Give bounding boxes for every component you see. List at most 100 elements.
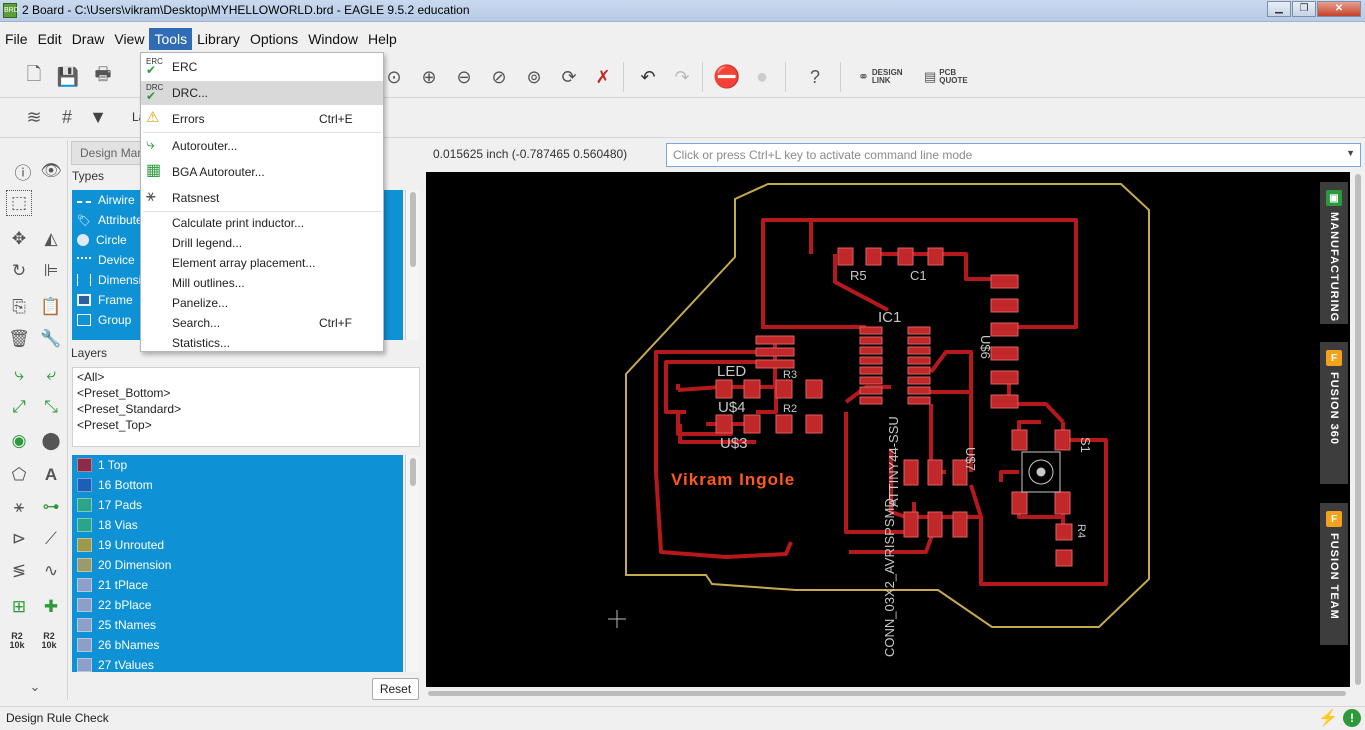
menu-item-search[interactable]: Search... Ctrl+F: [141, 313, 383, 333]
menu-library[interactable]: Library: [197, 31, 240, 47]
grid-icon[interactable]: #: [61, 106, 72, 127]
manufacturing-tab[interactable]: ▣ MANUFACTURING: [1320, 182, 1348, 324]
layer-color-swatch[interactable]: [77, 478, 92, 492]
reset-button[interactable]: Reset: [372, 678, 419, 700]
layer-row[interactable]: 25 tNames: [72, 615, 403, 635]
menu-item-bga-autorouter[interactable]: ▦ BGA Autorouter...: [141, 160, 383, 184]
layer-row[interactable]: 27 tValues: [72, 655, 403, 672]
new-file-icon[interactable]: 🗋: [26, 64, 42, 84]
minimize-button[interactable]: ▁: [1267, 1, 1291, 17]
layer-color-swatch[interactable]: [77, 578, 92, 592]
zoom-previous-icon[interactable]: ⊘: [491, 66, 507, 87]
type-row-frame[interactable]: Frame: [72, 290, 403, 310]
type-row-airwire[interactable]: Airwire: [72, 190, 403, 210]
menu-edit[interactable]: Edit: [37, 31, 62, 47]
preset-all[interactable]: <All>: [77, 370, 105, 384]
go-icon[interactable]: ●: [755, 65, 769, 88]
layer-color-swatch[interactable]: [77, 618, 92, 632]
layer-row[interactable]: 26 bNames: [72, 635, 403, 655]
maximize-button[interactable]: ❐: [1292, 1, 1316, 17]
info-icon[interactable]: ⓘ: [14, 163, 32, 183]
menu-view[interactable]: View: [114, 31, 145, 47]
layer-row[interactable]: 20 Dimension: [72, 555, 403, 575]
zoom-select-icon[interactable]: ⊚: [526, 66, 542, 87]
attribute-icon[interactable]: ⊳: [11, 529, 27, 548]
add-icon[interactable]: ⊞: [11, 597, 27, 616]
menu-item-ratsnest[interactable]: ⚹ Ratsnest: [141, 186, 383, 210]
type-row-group[interactable]: Group: [72, 310, 403, 330]
copy-icon[interactable]: ⎘: [12, 297, 26, 316]
menu-item-statistics[interactable]: Statistics...: [141, 333, 383, 353]
layer-color-swatch[interactable]: [77, 518, 92, 532]
fusion-team-tab[interactable]: F FUSION TEAM: [1320, 503, 1348, 645]
via-icon[interactable]: ◉: [11, 431, 27, 450]
preset-standard[interactable]: <Preset_Standard>: [77, 402, 182, 416]
command-line-input[interactable]: Click or press Ctrl+L key to activate co…: [666, 143, 1361, 167]
layer-row[interactable]: 16 Bottom: [72, 475, 403, 495]
paste-icon[interactable]: 📋: [40, 297, 62, 316]
menu-item-autorouter[interactable]: ⤷ Autorouter...: [141, 134, 383, 158]
layer-color-swatch[interactable]: [77, 458, 92, 472]
optimize-icon[interactable]: ⤡: [44, 397, 58, 416]
menu-options[interactable]: Options: [249, 31, 299, 47]
ratsnest-icon[interactable]: ⚹: [13, 497, 25, 516]
zoom-fit-icon[interactable]: ⊙: [386, 66, 402, 87]
redraw-icon[interactable]: ⟳: [561, 66, 577, 87]
menu-item-errors[interactable]: ⚠ Errors Ctrl+E: [141, 107, 383, 131]
fusion-360-tab[interactable]: F FUSION 360: [1320, 342, 1348, 484]
layer-row[interactable]: 1 Top: [72, 455, 403, 475]
layer-color-swatch[interactable]: [77, 638, 92, 652]
expand-icon[interactable]: ⌄: [29, 679, 41, 694]
lightning-icon[interactable]: ⚡: [1318, 710, 1338, 727]
menu-item-erc[interactable]: ERC✔ ERC: [141, 55, 383, 79]
board-canvas[interactable]: R5 C1 IC1 LED R3 R2 U$4 U$3 U$6 U$7 S1 R…: [426, 172, 1350, 687]
layer-row[interactable]: 21 tPlace: [72, 575, 403, 595]
menu-tools[interactable]: Tools: [149, 28, 193, 50]
rotate-icon[interactable]: ↻: [11, 261, 27, 280]
pcb-quote-button[interactable]: ▤ PCB QUOTE: [924, 69, 968, 85]
layer-color-swatch[interactable]: [77, 658, 92, 672]
layers-scrollbar[interactable]: [405, 455, 419, 672]
wire-icon[interactable]: ⊶: [42, 497, 60, 516]
canvas-h-scrollbar[interactable]: [426, 688, 1350, 698]
redo-icon[interactable]: ↷: [674, 66, 690, 87]
move-icon[interactable]: ✥: [11, 229, 27, 248]
layers-icon[interactable]: ≋: [26, 106, 42, 127]
menu-item-element-array-placement[interactable]: Element array placement...: [141, 253, 383, 273]
route-icon[interactable]: ⤷: [14, 365, 24, 384]
layer-color-swatch[interactable]: [77, 598, 92, 612]
design-link-button[interactable]: ⚭ DESIGN LINK: [858, 69, 908, 85]
notification-icon[interactable]: !: [1343, 709, 1361, 727]
types-scrollbar[interactable]: [405, 190, 419, 340]
menu-draw[interactable]: Draw: [71, 31, 105, 47]
layer-color-swatch[interactable]: [77, 498, 92, 512]
filter-icon[interactable]: ▼: [89, 106, 107, 127]
help-icon[interactable]: ?: [809, 66, 820, 87]
select-icon[interactable]: ⬚: [6, 190, 32, 216]
menu-window[interactable]: Window: [308, 31, 358, 47]
ratsnest-x-icon[interactable]: ✗: [595, 66, 611, 87]
layer-row[interactable]: 19 Unrouted: [72, 535, 403, 555]
undo-icon[interactable]: ↶: [640, 66, 656, 87]
type-row-circle[interactable]: Circle: [72, 230, 403, 250]
layer-row[interactable]: 17 Pads: [72, 495, 403, 515]
ripup-icon[interactable]: ⤶: [46, 365, 56, 384]
align-icon[interactable]: ⊫: [43, 261, 59, 280]
menu-item-panelize[interactable]: Panelize...: [141, 293, 383, 313]
menu-item-drc[interactable]: DRC✔ DRC...: [141, 81, 383, 105]
layer-row[interactable]: 18 Vias: [72, 515, 403, 535]
print-icon[interactable]: 🖶: [94, 64, 112, 84]
meander-icon[interactable]: ≶: [11, 561, 27, 580]
menu-item-drill-legend[interactable]: Drill legend...: [141, 233, 383, 253]
type-row-device[interactable]: Device: [72, 250, 403, 270]
preset-top[interactable]: <Preset_Top>: [77, 418, 152, 432]
menu-item-calculate-print-inductor[interactable]: Calculate print inductor...: [141, 213, 383, 233]
stop-icon[interactable]: ⛔: [713, 64, 741, 89]
layer-row[interactable]: 22 bPlace: [72, 595, 403, 615]
delete-icon[interactable]: 🗑: [8, 329, 30, 348]
zoom-in-icon[interactable]: ⊕: [421, 66, 437, 87]
polygon-icon[interactable]: ⬠: [11, 465, 27, 484]
text-icon[interactable]: A: [44, 465, 58, 484]
